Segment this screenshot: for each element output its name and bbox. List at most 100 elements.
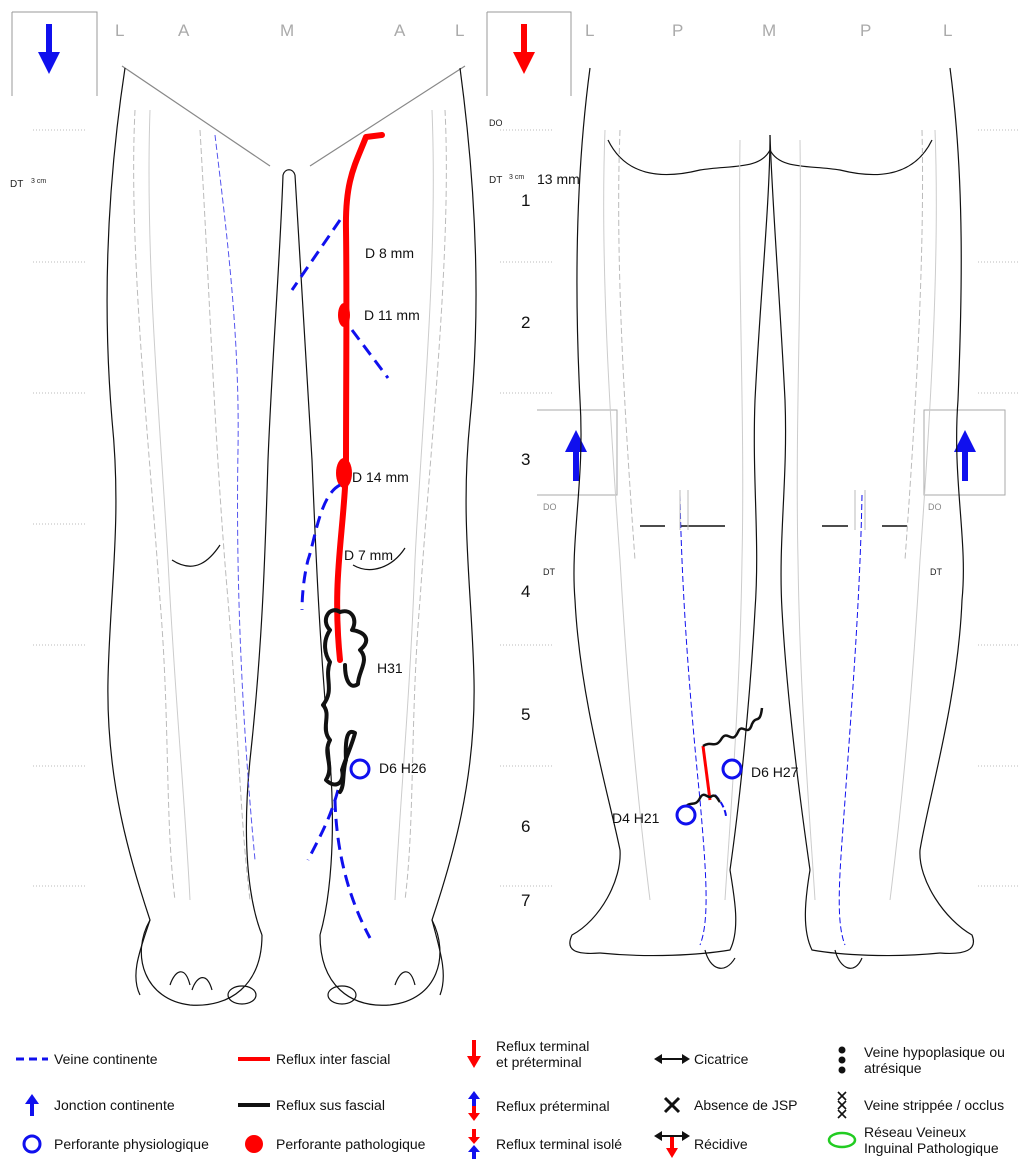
continent-vein-faint-right-1 (680, 495, 706, 945)
annot-d4h21: D4 H21 (612, 810, 660, 826)
stripped-vein-icon (820, 1090, 864, 1120)
arrow-up-icon (565, 430, 587, 481)
legend-label: Veine strippée / occlus (864, 1097, 1004, 1113)
legend-reflux-inter-fascial: Reflux inter fascial (232, 1046, 390, 1072)
annot-d7: D 7 mm (344, 547, 393, 563)
dt-unit-right: 3 cm (509, 174, 524, 181)
dashed-line-icon (10, 1046, 54, 1072)
dt-unit-left: 3 cm (31, 178, 46, 185)
legend: Veine continente Jonction continente Per… (0, 1010, 1027, 1163)
header-letter-left-1: L (115, 21, 124, 40)
legend-perforante-physio: Perforante physiologique (10, 1131, 209, 1157)
continent-vein-branch-3 (302, 485, 340, 610)
arrow-down-icon (513, 24, 535, 74)
legend-cicatrice: Cicatrice (650, 1046, 748, 1072)
perforante-physio-d4h21 (677, 806, 695, 824)
legend-label: Absence de JSP (694, 1097, 798, 1113)
diameter-13mm: 13 mm (537, 171, 580, 187)
reflux-sus-fascial-posterior-1 (703, 708, 762, 746)
continent-vein-faint-right-2 (839, 495, 862, 945)
blue-red-arrow-icon (452, 1090, 496, 1122)
legend-veine-strippee: Veine strippée / occlus (820, 1090, 1004, 1120)
legend-jonction-continente: Jonction continente (10, 1092, 175, 1118)
red-blue-arrow-icon (452, 1128, 496, 1160)
level-2: 2 (521, 313, 530, 332)
knee-box-left (537, 410, 617, 495)
level-7: 7 (521, 891, 530, 910)
header-letter-left-2: A (178, 21, 190, 40)
annot-d14: D 14 mm (352, 469, 409, 485)
red-arrow-down-icon (452, 1038, 496, 1070)
annot-d8: D 8 mm (365, 245, 414, 261)
legend-reflux-terminal-isole: Reflux terminal isolé (452, 1128, 622, 1160)
legend-label: Reflux terminal isolé (496, 1136, 622, 1152)
header-letter-right-2: P (672, 21, 683, 40)
knee-box-right (924, 410, 1005, 495)
continent-vein-faint-left (215, 135, 255, 860)
header-letter-right-4: P (860, 21, 871, 40)
perforante-patho-11 (338, 303, 350, 327)
legend-label: Reflux sus fascial (276, 1097, 385, 1113)
dt-label-mid-left: DT (543, 567, 555, 577)
header-letter-right-3: M (762, 21, 776, 40)
anterior-legs-outline (107, 66, 476, 1005)
header-letter-left-4: A (394, 21, 406, 40)
legend-label: Réseau VeineuxInguinal Pathologique (864, 1124, 999, 1156)
legend-label: Perforante physiologique (54, 1136, 209, 1152)
continent-vein-branch-2 (352, 330, 388, 378)
arrow-up-icon (10, 1092, 54, 1118)
legend-reflux-sus-fascial: Reflux sus fascial (232, 1092, 385, 1118)
circle-icon (10, 1131, 54, 1157)
red-dot-icon (232, 1131, 276, 1157)
annot-d6h27: D6 H27 (751, 764, 799, 780)
double-arrow-icon (650, 1046, 694, 1072)
do-label-mid-right: DO (928, 502, 942, 512)
legend-absence-jsp: Absence de JSP (650, 1092, 798, 1118)
legend-label: Reflux préterminal (496, 1098, 610, 1114)
solid-red-line-icon (232, 1046, 276, 1072)
do-label-mid-left: DO (543, 502, 557, 512)
venous-diagram: L A M A L L P M P L DT 3 cm DO DT (0, 0, 1027, 1010)
legend-veine-continente: Veine continente (10, 1046, 158, 1072)
dotted-vein-icon (820, 1045, 864, 1075)
legend-label: Perforante pathologique (276, 1136, 425, 1152)
annot-d6h26: D6 H26 (379, 760, 427, 776)
legend-label: Cicatrice (694, 1051, 748, 1067)
continent-vein-branch-5 (335, 800, 370, 938)
do-label-right-top: DO (489, 118, 503, 128)
green-ellipse-icon (820, 1127, 864, 1153)
level-3: 3 (521, 450, 530, 469)
dt-label-left: DT (10, 179, 23, 190)
header-letter-left-5: L (455, 21, 464, 40)
continent-vein-branch-4 (308, 790, 338, 860)
legend-label: Veine continente (54, 1051, 158, 1067)
level-4: 4 (521, 582, 530, 601)
legend-recidive: Récidive (650, 1128, 748, 1160)
level-6: 6 (521, 817, 530, 836)
annot-h31: H31 (377, 660, 403, 676)
left-header-box (12, 12, 97, 96)
perforante-physio-left (351, 760, 369, 778)
level-5: 5 (521, 705, 530, 724)
legend-label: Jonction continente (54, 1097, 175, 1113)
reflux-inter-fascial-main (337, 135, 382, 660)
perforante-patho-14 (336, 458, 352, 488)
right-header-box (487, 12, 571, 96)
cross-icon (650, 1092, 694, 1118)
arrow-down-icon (38, 24, 60, 74)
reflux-inter-fascial-posterior (703, 746, 710, 800)
header-letter-right-1: L (585, 21, 594, 40)
dt-label-right: DT (489, 175, 502, 186)
perforante-physio-d6h27 (723, 760, 741, 778)
solid-black-line-icon (232, 1092, 276, 1118)
annot-d11: D 11 mm (364, 307, 420, 323)
dt-label-mid-right: DT (930, 567, 942, 577)
legend-label: Reflux inter fascial (276, 1051, 390, 1067)
level-lines (33, 130, 1020, 886)
legend-reflux-preterminal: Reflux préterminal (452, 1090, 610, 1122)
